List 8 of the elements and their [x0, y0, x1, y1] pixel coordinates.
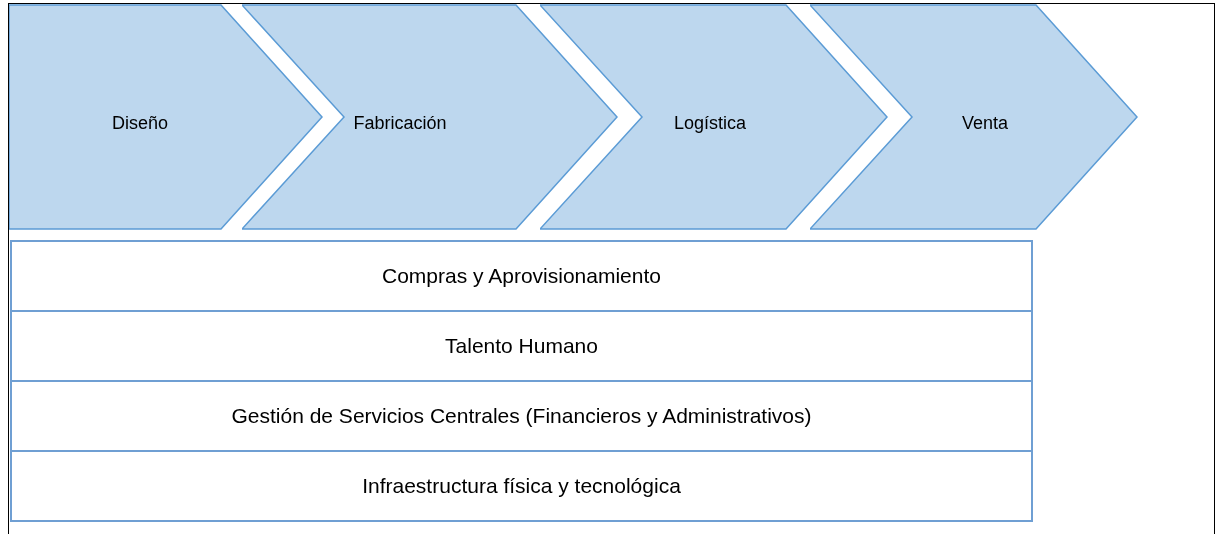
- support-activity-row: Talento Humano: [10, 310, 1033, 382]
- stage-label: Fabricación: [353, 112, 447, 134]
- support-activity-row: Infraestructura física y tecnológica: [10, 450, 1033, 522]
- support-activity-row: Gestión de Servicios Centrales (Financieros y Administrativos): [10, 380, 1033, 452]
- stage-label: Logística: [674, 112, 746, 134]
- stage-label: Venta: [962, 112, 1008, 134]
- support-activity-row: Compras y Aprovisionamiento: [10, 240, 1033, 312]
- stage-label: Diseño: [112, 112, 168, 134]
